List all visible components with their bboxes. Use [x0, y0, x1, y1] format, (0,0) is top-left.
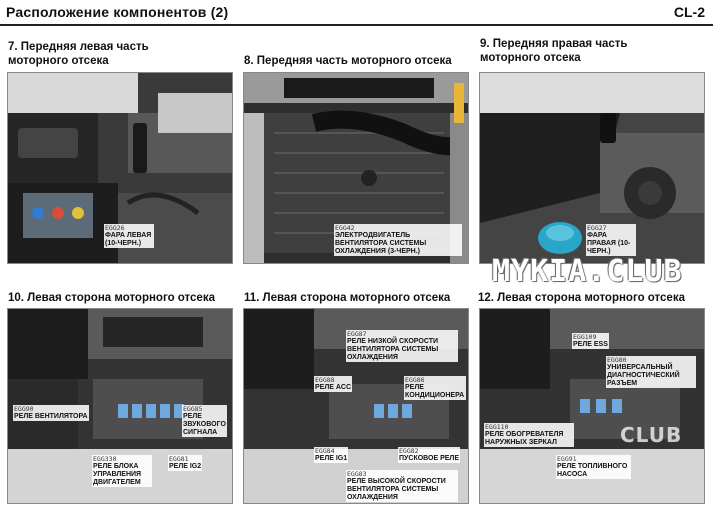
page-code: CL-2 — [673, 4, 705, 20]
page-header: Расположение компонентов (2) CL-2 — [0, 0, 713, 26]
label-egg109: EGG109 РЕЛЕ ESS — [572, 333, 609, 349]
label-egg86: EGG86 РЕЛЕ КОНДИЦИОНЕРА — [404, 376, 466, 400]
section-12-title: 12. Левая сторона моторного отсека — [478, 292, 685, 304]
label-egg42: EGG42 ЭЛЕКТРОДВИГАТЕЛЬ ВЕНТИЛЯТОРА СИСТЕ… — [334, 224, 462, 256]
label-egg84: EGG84 РЕЛЕ IG1 — [314, 447, 349, 463]
label-egg82: EGG82 ПУСКОВОЕ РЕЛЕ — [398, 447, 461, 463]
label-egg88: EGG88 РЕЛЕ ACC — [314, 376, 353, 392]
section-7-title: 7. Передняя левая часть моторного отсека — [8, 41, 149, 67]
watermark-small: CLUB — [620, 423, 683, 447]
watermark: MYKIA.CLUB — [492, 254, 683, 289]
label-egg91: EGG91 РЕЛЕ ТОПЛИВНОГО НАСОСА — [556, 455, 631, 479]
label-egg80: EGG80 УНИВЕРСАЛЬНЫЙ ДИАГНОСТИЧЕСКИЙ РАЗЪ… — [606, 356, 696, 388]
page-title: Расположение компонентов (2) — [6, 4, 229, 20]
label-egg26: EGG26 ФАРА ЛЕВАЯ (10-ЧЕРН.) — [104, 224, 154, 248]
label-egg81: EGG81 РЕЛЕ IG2 — [168, 455, 203, 471]
label-egg90: EGG90 РЕЛЕ ВЕНТИЛЯТОРА — [13, 405, 89, 421]
photo-front-right — [479, 72, 705, 264]
section-8-title: 8. Передняя часть моторного отсека — [244, 55, 452, 67]
label-egg330: EGG330 РЕЛЕ БЛОКА УПРАВЛЕНИЯ ДВИГАТЕЛЕМ — [92, 455, 152, 487]
label-egg87: EGG87 РЕЛЕ НИЗКОЙ СКОРОСТИ ВЕНТИЛЯТОРА С… — [346, 330, 458, 362]
label-egg83: EGG83 РЕЛЕ ВЫСОКОЙ СКОРОСТИ ВЕНТИЛЯТОРА … — [346, 470, 458, 502]
section-11-title: 11. Левая сторона моторного отсека — [244, 292, 451, 304]
label-egg110: EGG110 РЕЛЕ ОБОГРЕВАТЕЛЯ НАРУЖНЫХ ЗЕРКАЛ — [484, 423, 574, 447]
section-9-title: 9. Передняя правая часть моторного отсек… — [480, 38, 628, 64]
label-egg85: EGG85 РЕЛЕ ЗВУКОВОГО СИГНАЛА — [182, 405, 227, 437]
label-egg27: EGG27 ФАРА ПРАВАЯ (10-ЧЕРН.) — [586, 224, 636, 256]
section-10-title: 10. Левая сторона моторного отсека — [8, 292, 215, 304]
